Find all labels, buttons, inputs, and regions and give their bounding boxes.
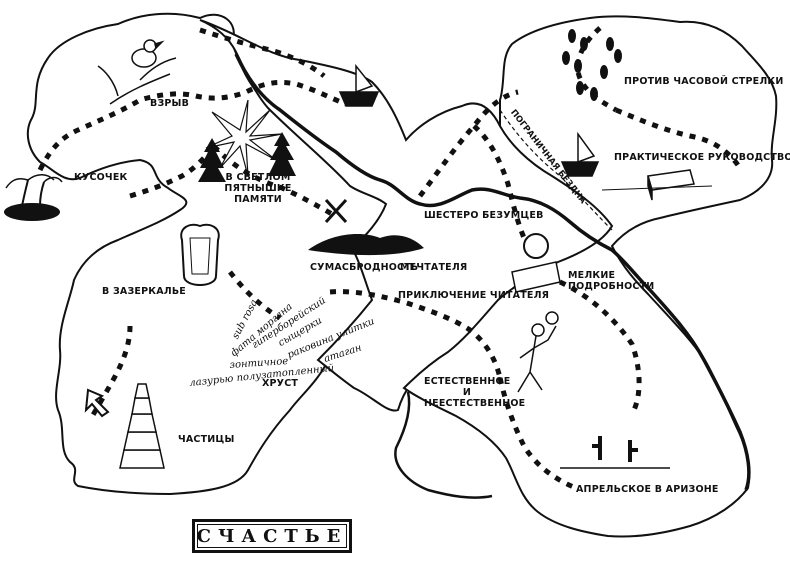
abyss-line xyxy=(499,109,613,231)
label-kusochek: кусочек xyxy=(74,172,128,183)
label-mechtatelya: мечтателя xyxy=(400,262,468,273)
label-svetlom: в светлом пятнышке памяти xyxy=(224,172,292,205)
cactus-icon xyxy=(560,436,670,469)
label-priklyuchenie: приключение читателя xyxy=(398,290,550,301)
label-shestero: шестеро безумцев xyxy=(424,210,544,221)
runner-icon xyxy=(517,311,559,393)
label-protiv: против часовой стрелки xyxy=(624,76,784,87)
label-aprelskoe: апрельское в аризоне xyxy=(576,484,719,495)
map-title: счастье xyxy=(196,525,348,547)
label-vzryv: взрыв xyxy=(150,98,190,109)
magnifier-icon xyxy=(511,233,561,293)
label-zazerkalye: в зазеркалье xyxy=(102,286,186,297)
crossroads-icon xyxy=(324,198,348,224)
bird-icon xyxy=(97,39,177,105)
ship-icon xyxy=(338,63,600,177)
palm-island-icon xyxy=(4,174,63,221)
tree-icon xyxy=(198,132,296,182)
coast-line xyxy=(394,391,493,499)
map-title-cartouche: счастье xyxy=(192,519,352,553)
ruins-icon xyxy=(308,234,424,256)
label-estestvennoe: естественное и неестественное xyxy=(424,376,526,409)
river-line xyxy=(234,53,751,491)
label-khrust: хруст xyxy=(262,378,299,389)
label-prakticheskoe: практическое руководство xyxy=(614,152,790,163)
label-melkie: мелкие подробности xyxy=(568,270,655,292)
mirror-icon xyxy=(180,223,220,286)
compass-arrow-icon xyxy=(84,388,110,418)
tower-icon xyxy=(119,383,165,469)
book-icon xyxy=(601,169,713,201)
label-chastitsy: частицы xyxy=(178,434,235,445)
footprints-icon xyxy=(562,29,622,101)
label-sumasbrodnost: сумасбродность xyxy=(310,262,419,273)
dashed-paths xyxy=(37,26,743,491)
